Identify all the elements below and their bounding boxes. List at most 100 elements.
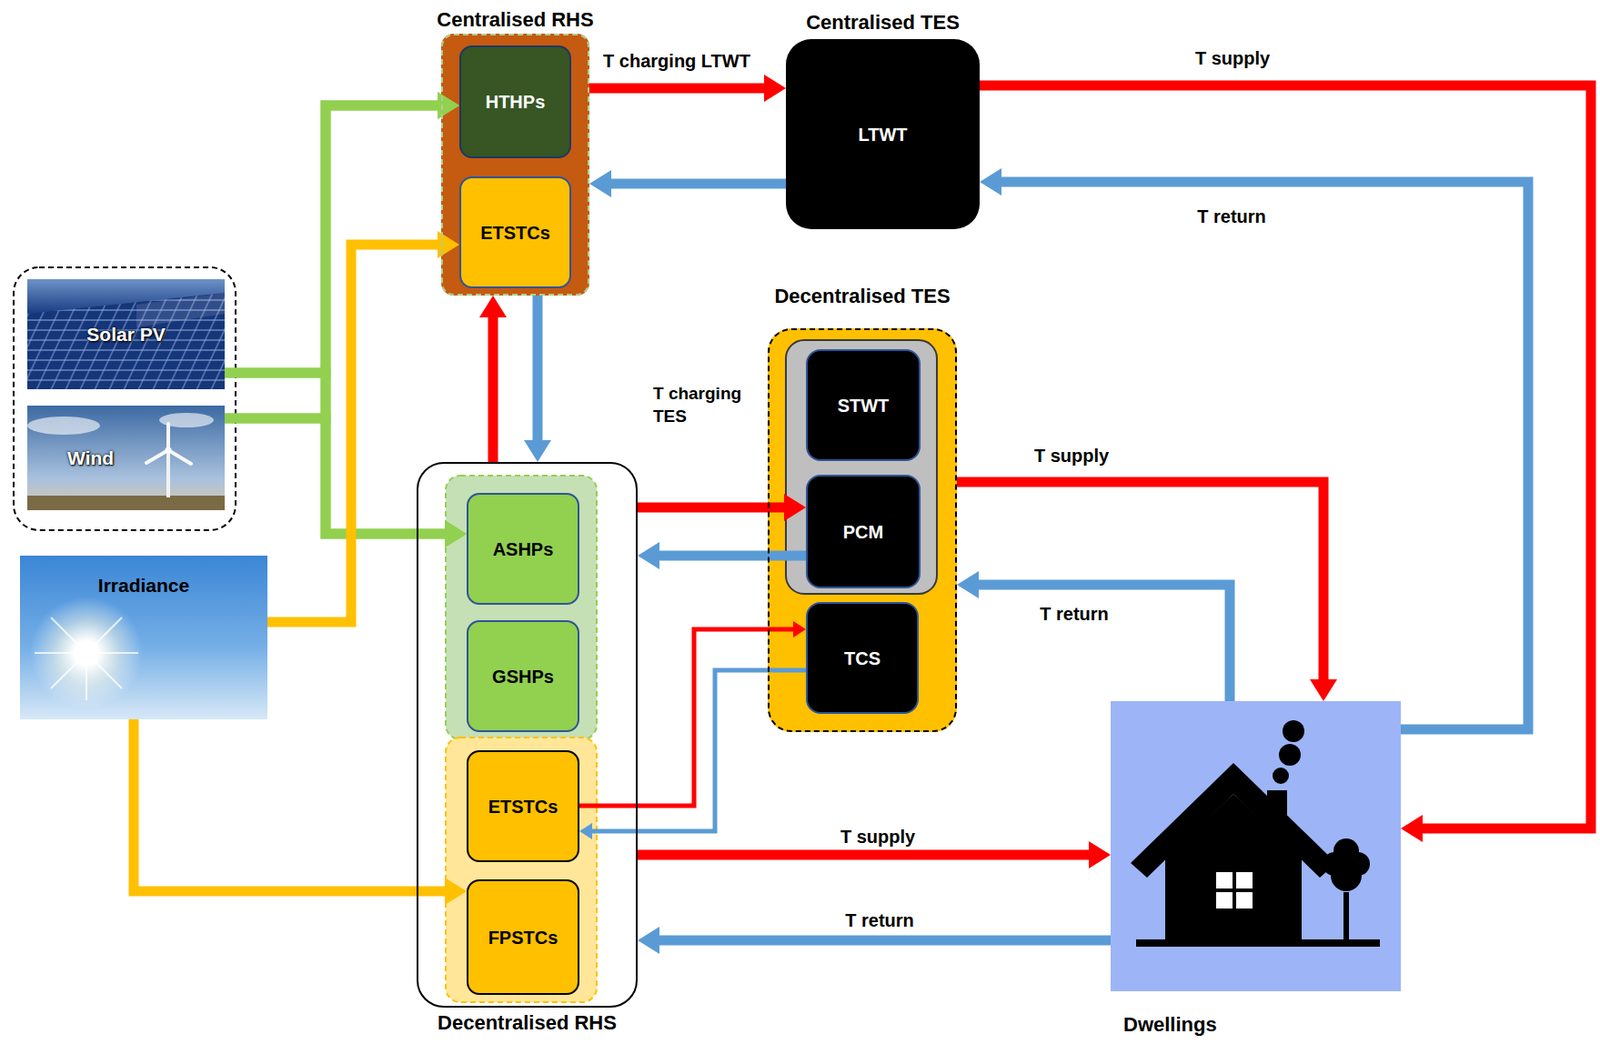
storage-panel	[785, 340, 937, 594]
dwelling-ground	[1110, 701, 1401, 992]
connector	[956, 571, 1230, 702]
connector-line	[999, 181, 1529, 730]
group-heading: Centralised RHS	[436, 8, 594, 32]
tree-trunk	[1343, 892, 1349, 941]
connector-line	[976, 584, 1230, 702]
smoke	[1272, 767, 1289, 785]
arrow-head	[764, 74, 786, 102]
storage-box: PCM	[805, 474, 921, 589]
turbine-blade	[166, 423, 171, 451]
turbine-hub	[165, 447, 172, 454]
group-heading: Dwellings	[1123, 1013, 1218, 1037]
edge-label: T supply	[1034, 443, 1109, 468]
wind-sky	[27, 405, 225, 511]
smoke	[1282, 720, 1305, 743]
connector-line	[637, 503, 786, 514]
group-fill	[416, 462, 638, 1008]
house-base	[1136, 939, 1380, 947]
group-heading: Centralised TES	[805, 10, 960, 35]
storage-tank: Centralised TESLTWT	[785, 39, 980, 230]
irradiance-picture	[20, 555, 268, 720]
connector	[224, 372, 467, 548]
connector	[224, 418, 467, 548]
edge-label: T supply	[840, 825, 916, 849]
source-image: Wind	[27, 405, 225, 511]
sun-core	[73, 640, 100, 666]
box-label: Wind	[67, 446, 114, 470]
system-group: Centralised RHSHTHPsETSTCs	[441, 33, 590, 296]
house-chimney	[1267, 790, 1288, 842]
connector-line	[609, 179, 786, 190]
arrow-head	[956, 571, 979, 599]
connector-line	[133, 719, 447, 892]
source-group-outline	[13, 267, 236, 531]
heat-pump-panel	[445, 475, 597, 740]
arrow-head	[979, 168, 1002, 196]
box-label: GSHPs	[492, 665, 554, 688]
wind-picture	[27, 405, 225, 511]
connector	[979, 168, 1529, 730]
storage-group: Decentralised TESSTWTPCMTCS	[767, 328, 957, 733]
collector-box: FPSTCs	[466, 879, 580, 996]
collector-box: ETSTCs	[466, 750, 580, 863]
heat-pump-box: HTHPs	[459, 45, 572, 159]
group-fill	[441, 33, 590, 296]
source-image: Irradiance	[20, 555, 268, 720]
ground	[27, 495, 225, 511]
dwelling-box: Dwellings	[1110, 701, 1401, 992]
connector-line	[267, 244, 440, 623]
connector	[589, 170, 786, 198]
edge-label: T supply	[1195, 46, 1270, 71]
edge-label: T return	[1039, 602, 1109, 626]
box-label: Solar PV	[86, 322, 165, 346]
dwelling-picture	[1110, 701, 1401, 992]
storage-box: STWT	[805, 349, 921, 462]
connector	[267, 231, 460, 623]
smoke	[1278, 744, 1301, 766]
connector-line	[637, 850, 1091, 861]
solar-panel	[27, 292, 225, 390]
solar-sky	[27, 279, 225, 390]
arrow-head	[444, 877, 467, 906]
arrow-head	[479, 295, 507, 318]
connector	[979, 85, 1591, 843]
connector-line	[224, 105, 440, 373]
box-label: Irradiance	[98, 573, 190, 597]
box-label: FPSTCs	[488, 926, 559, 949]
edge-label: T charging LTWT	[603, 49, 751, 73]
arrow-head	[1400, 815, 1423, 843]
box-label: PCM	[843, 521, 884, 544]
connector	[637, 542, 806, 570]
sun-rays	[34, 617, 139, 701]
arrow-head	[793, 621, 806, 638]
connector-line	[657, 551, 806, 562]
connector	[224, 91, 460, 373]
cloud	[27, 416, 101, 435]
connector-line	[979, 85, 1591, 829]
connector	[637, 493, 806, 522]
group-heading: Decentralised TES	[774, 284, 950, 309]
turbine-blade	[168, 450, 192, 464]
arrow-head	[784, 493, 806, 522]
connector-line	[533, 295, 544, 443]
collector-panel	[445, 737, 597, 1003]
collector-box: ETSTCs	[459, 176, 572, 289]
edge-label: T return	[845, 908, 915, 933]
source-image: Solar PV	[27, 279, 225, 390]
connector-line	[590, 670, 806, 832]
storage-box: TCS	[805, 602, 919, 715]
arrow-head	[1088, 841, 1111, 869]
connector	[637, 926, 1111, 955]
box-label: ASHPs	[493, 538, 554, 561]
connector	[579, 670, 806, 840]
connector-line	[224, 418, 447, 534]
box-label: HTHPs	[485, 90, 546, 113]
edge-label: T return	[1197, 204, 1267, 229]
connector	[589, 74, 786, 102]
connector	[579, 621, 806, 806]
irradiance-sky	[20, 555, 268, 720]
heat-pump-box: ASHPs	[466, 493, 580, 605]
arrow-head	[637, 926, 660, 955]
